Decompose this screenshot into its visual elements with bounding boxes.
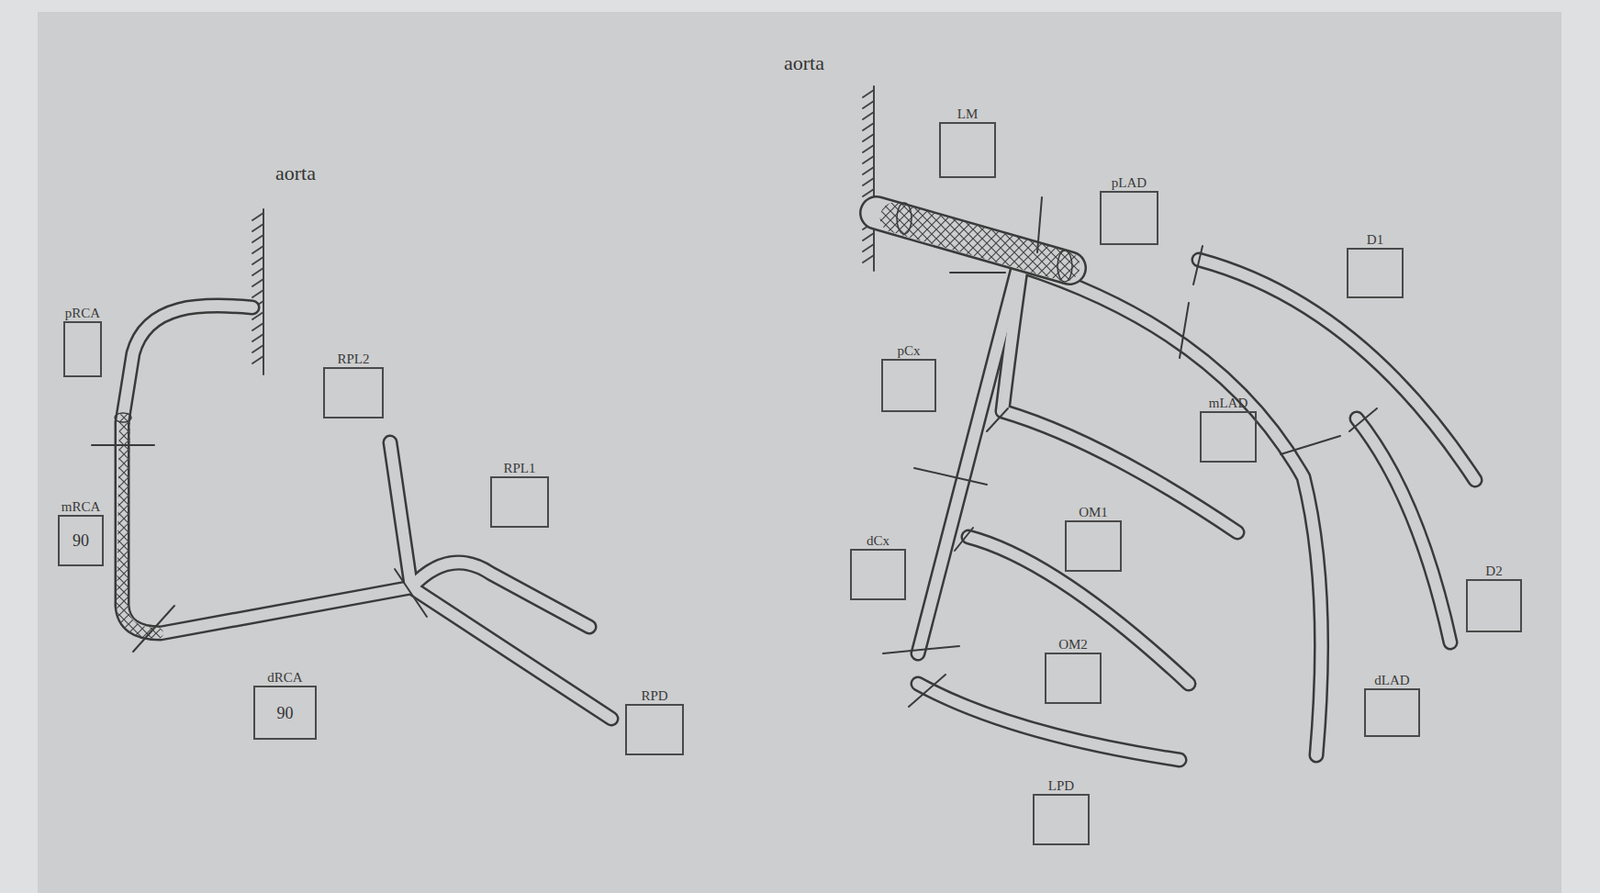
segment-name: pCx: [896, 343, 920, 359]
segment-name: RPL1: [503, 460, 536, 477]
vessel-label: aorta: [783, 51, 825, 76]
segment-name: LM: [957, 106, 979, 123]
segment-name: mLAD: [1208, 395, 1249, 412]
segment-box: pCx: [881, 358, 937, 413]
segment-box: LM: [939, 122, 996, 179]
segment-box: pRCA: [63, 321, 102, 378]
segment-box: mLAD: [1199, 411, 1257, 463]
segment-name: dLAD: [1374, 672, 1410, 689]
segment-box: RPL2: [323, 367, 384, 419]
segment-box: RPD: [625, 704, 684, 756]
segment-name: OM2: [1058, 637, 1088, 653]
segment-box: RPL1: [490, 476, 549, 528]
segment-box: LPD: [1032, 794, 1090, 846]
segment-box: OM2: [1044, 652, 1102, 705]
segment-name: pRCA: [65, 305, 101, 322]
segment-box: OM1: [1064, 520, 1122, 572]
segment-name: dCx: [866, 533, 890, 549]
segment-box: mRCA90: [57, 514, 104, 567]
vessel-label: aorta: [275, 161, 316, 186]
segment-name: OM1: [1078, 504, 1108, 521]
segment-name: mRCA: [61, 499, 101, 515]
segment-name: RPL2: [336, 351, 370, 368]
segment-name: RPD: [640, 688, 668, 705]
segment-box: pLAD: [1099, 190, 1159, 246]
stenosis-percent: 90: [59, 531, 102, 551]
paper-sheet: [37, 11, 1562, 893]
segment-box: dCx: [850, 548, 907, 601]
segment-name: D1: [1366, 232, 1384, 248]
segment-box: D2: [1465, 579, 1522, 633]
segment-box: D1: [1346, 247, 1404, 299]
segment-box: dRCA90: [253, 685, 317, 740]
stenosis-percent: 90: [255, 703, 315, 723]
segment-name: pLAD: [1111, 175, 1147, 191]
segment-name: dRCA: [267, 670, 303, 686]
segment-name: LPD: [1048, 778, 1075, 795]
segment-name: D2: [1485, 563, 1502, 580]
segment-box: dLAD: [1364, 688, 1421, 738]
